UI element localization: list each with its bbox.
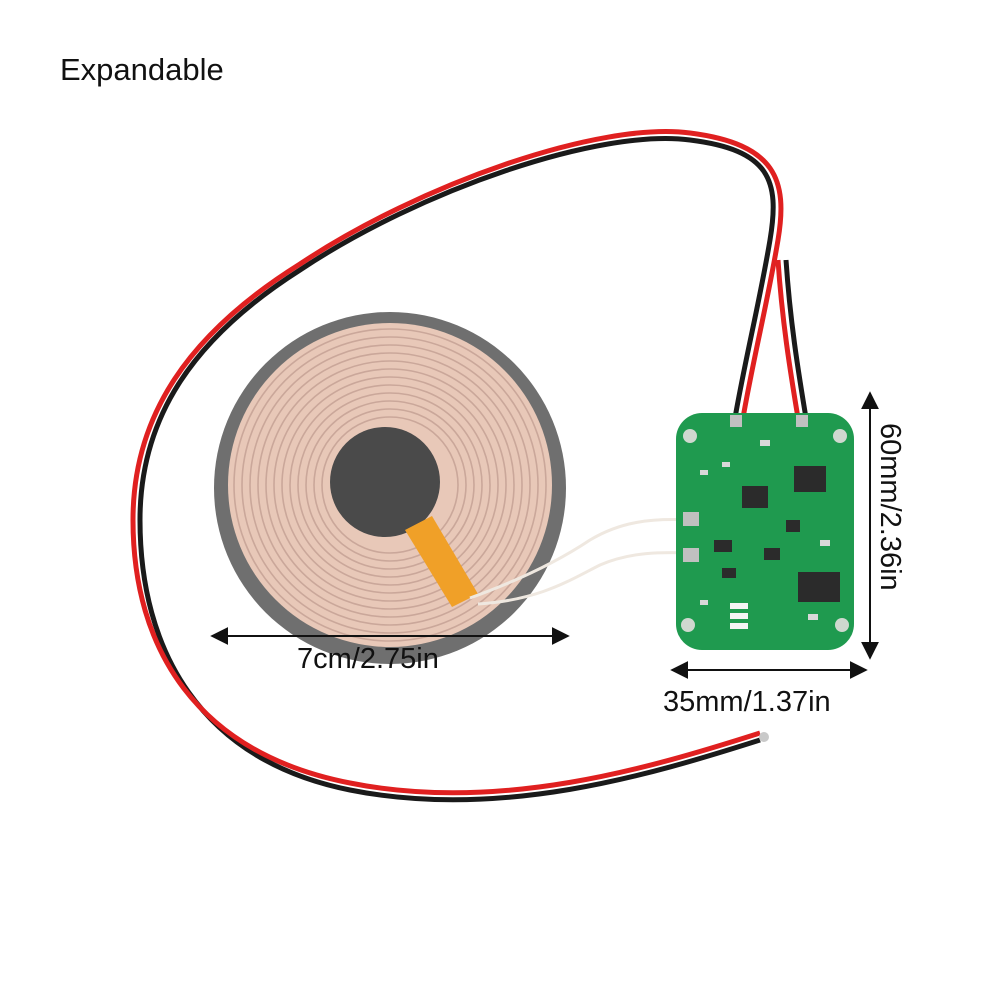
flex-strip [405,516,478,607]
board-height-label: 60mm/2.36in [874,423,906,591]
power-lead-wire [130,129,809,803]
ic-chips [714,466,840,602]
wire-end-tip [759,732,769,742]
coil-leads [469,518,691,606]
circuit-board [676,413,854,650]
coil-diameter-label: 7cm/2.75in [297,643,439,675]
receiver-coil [214,312,566,664]
page-title: Expandable [60,52,224,87]
ferrite-core [330,427,440,537]
board-width-label: 35mm/1.37in [663,686,831,718]
